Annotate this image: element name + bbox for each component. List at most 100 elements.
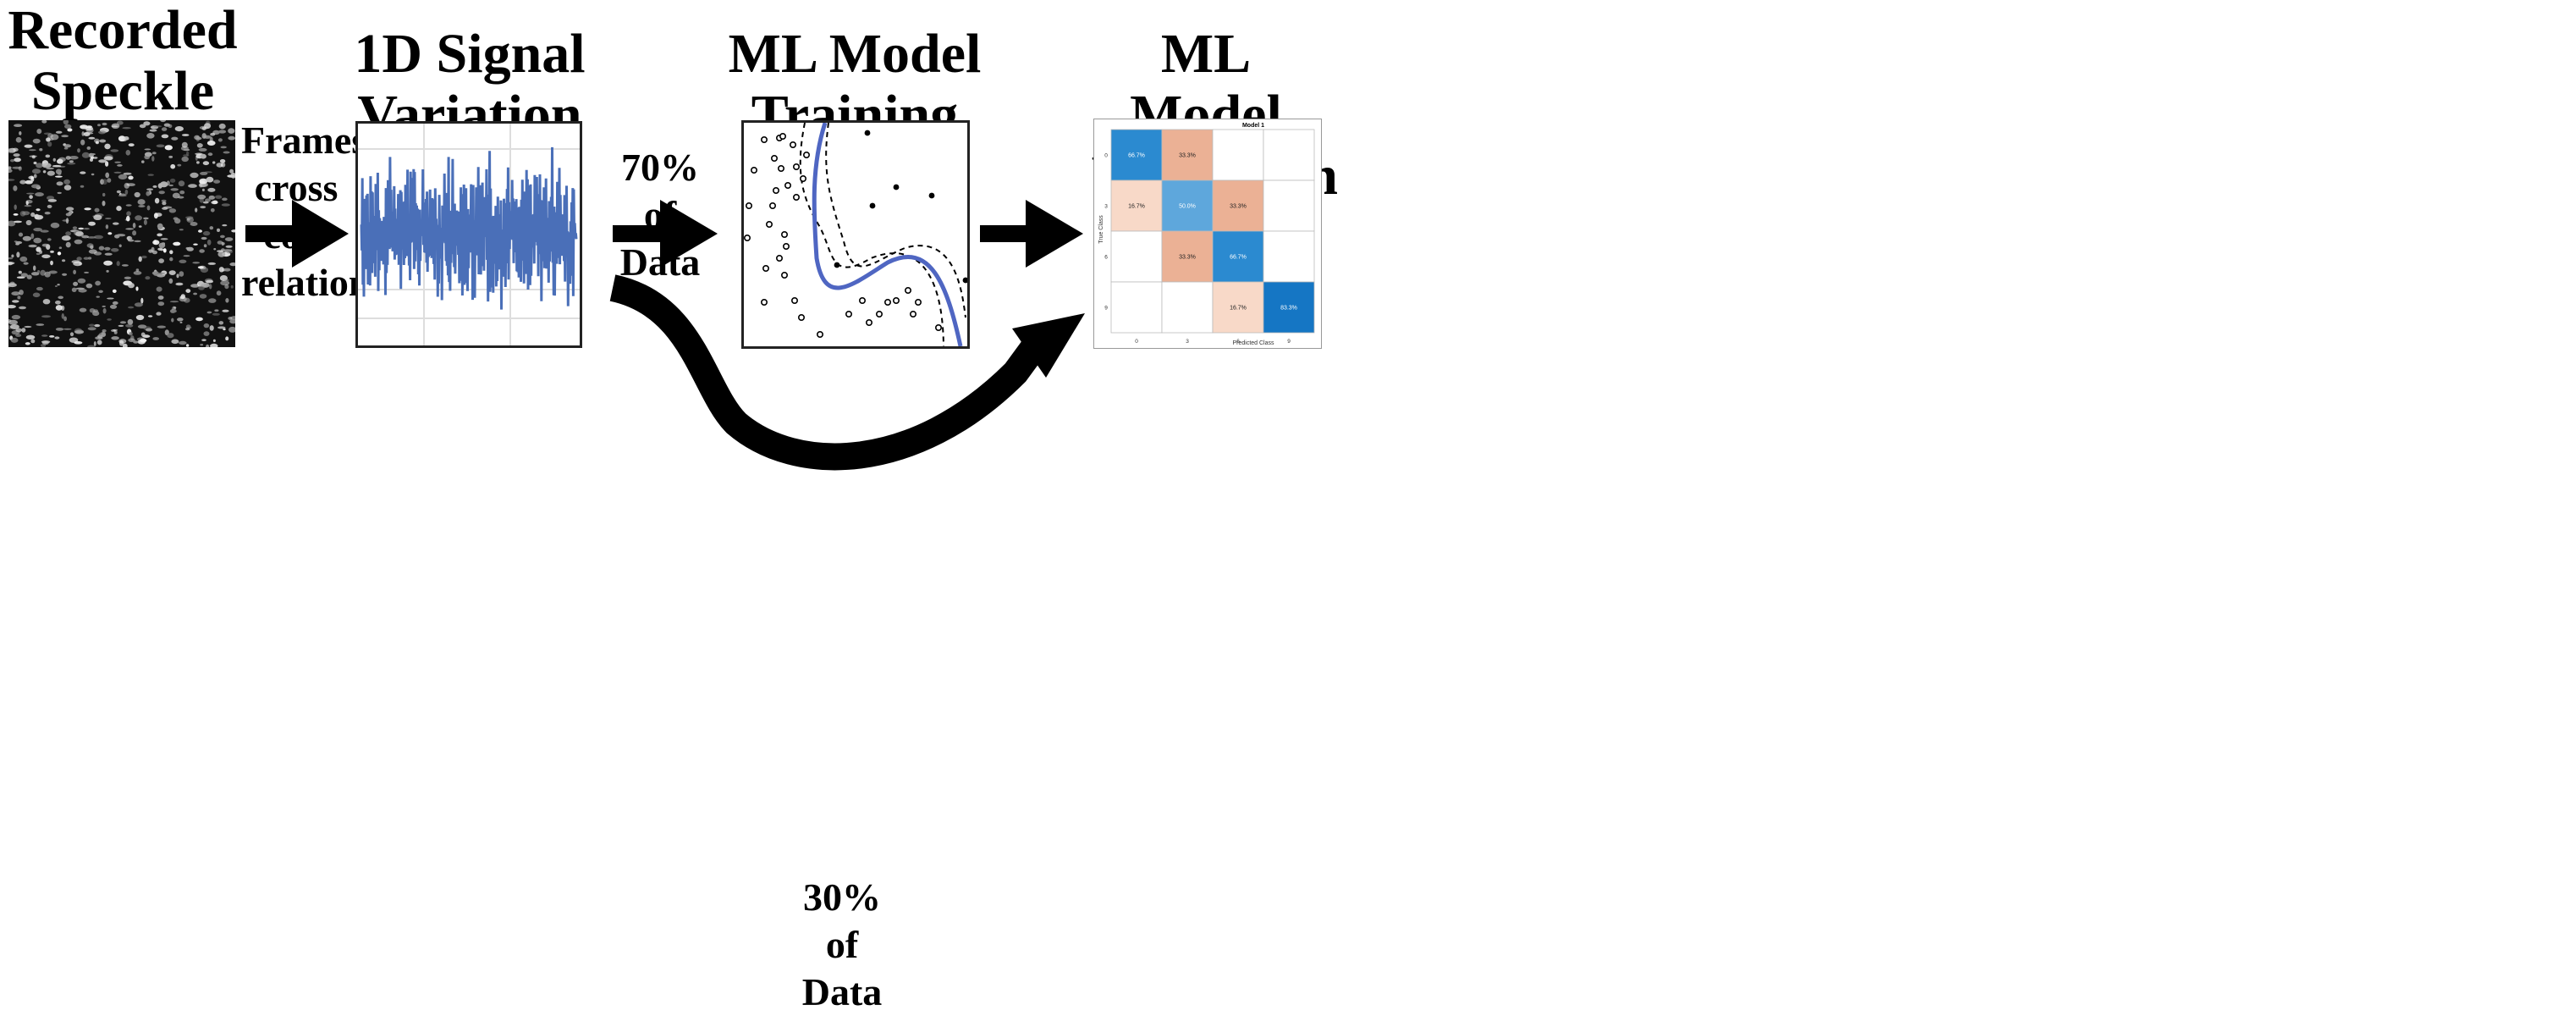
confusion-matrix-cell bbox=[1110, 129, 1163, 181]
speckle-blob bbox=[127, 318, 134, 325]
confusion-matrix-cell bbox=[1263, 179, 1315, 232]
arrow-speckle-to-signal bbox=[245, 200, 349, 268]
speckle-blob bbox=[101, 331, 107, 337]
speckle-blob bbox=[149, 129, 157, 132]
speckle-blob bbox=[11, 254, 14, 258]
speckle-blob bbox=[168, 184, 173, 187]
speckle-blob bbox=[201, 236, 207, 240]
speckle-blob bbox=[201, 133, 206, 139]
speckle-blob bbox=[47, 170, 55, 176]
speckle-blob bbox=[120, 193, 126, 196]
speckle-blob bbox=[130, 335, 135, 341]
speckle-blob bbox=[202, 161, 210, 166]
speckle-blob bbox=[179, 340, 187, 345]
class-b-point bbox=[928, 192, 935, 199]
speckle-blob bbox=[117, 164, 123, 167]
speckle-blob bbox=[208, 195, 215, 200]
speckle-blob bbox=[25, 342, 30, 345]
speckle-blob bbox=[61, 135, 69, 138]
class-a-point bbox=[779, 133, 786, 141]
speckle-blob bbox=[39, 148, 43, 152]
speckle-blob bbox=[109, 304, 118, 309]
speckle-blob bbox=[167, 333, 174, 339]
speckle-blob bbox=[18, 232, 24, 237]
confusion-matrix-cell bbox=[1161, 179, 1214, 232]
speckle-blob bbox=[18, 166, 22, 171]
speckle-blob bbox=[206, 279, 214, 284]
speckle-blob bbox=[152, 240, 160, 246]
training-plot bbox=[744, 123, 967, 346]
speckle-blob bbox=[171, 339, 179, 345]
speckle-blob bbox=[229, 262, 235, 267]
speckle-blob bbox=[78, 289, 87, 293]
speckle-blob bbox=[147, 174, 154, 176]
speckle-blob bbox=[30, 339, 36, 344]
speckle-blob bbox=[11, 314, 21, 320]
speckle-blob bbox=[223, 328, 226, 331]
speckle-blob bbox=[161, 199, 167, 202]
speckle-blob bbox=[226, 249, 234, 254]
speckle-blob bbox=[200, 206, 206, 209]
speckle-blob bbox=[73, 281, 79, 286]
speckle-blob bbox=[86, 146, 91, 150]
speckle-blob bbox=[98, 246, 105, 251]
speckle-blob bbox=[15, 240, 23, 245]
speckle-blob bbox=[9, 324, 19, 329]
speckle-blob bbox=[192, 262, 201, 264]
speckle-blob bbox=[50, 222, 60, 229]
speckle-blob bbox=[30, 272, 40, 276]
speckle-blob bbox=[114, 161, 121, 163]
speckle-blob bbox=[223, 151, 230, 154]
class-a-point bbox=[789, 141, 796, 148]
speckle-blob bbox=[125, 150, 131, 156]
class-a-point bbox=[790, 297, 798, 305]
confusion-matrix-value: 33.3% bbox=[1179, 255, 1196, 261]
speckle-blob bbox=[138, 225, 142, 228]
speckle-blob bbox=[178, 180, 185, 187]
speckle-blob bbox=[166, 180, 170, 186]
speckle-blob bbox=[183, 148, 190, 152]
speckle-blob bbox=[179, 321, 183, 323]
speckle-blob bbox=[26, 274, 32, 279]
confusion-matrix-cell bbox=[1161, 230, 1214, 283]
speckle-blob bbox=[24, 205, 32, 207]
speckle-blob bbox=[157, 183, 162, 189]
speckle-blob bbox=[99, 139, 107, 143]
confusion-matrix-value: 16.7% bbox=[1128, 204, 1145, 210]
speckle-blob bbox=[20, 273, 28, 278]
speckle-blob bbox=[34, 214, 44, 220]
speckle-blob bbox=[199, 183, 203, 188]
speckle-blob bbox=[177, 318, 184, 322]
speckle-blob bbox=[213, 179, 221, 184]
flow-arrows bbox=[245, 200, 1085, 471]
speckle-blob bbox=[79, 307, 87, 312]
class-a-point bbox=[915, 299, 922, 306]
speckle-blob bbox=[140, 338, 147, 343]
speckle-blob bbox=[207, 262, 216, 265]
class-a-point bbox=[817, 331, 824, 339]
speckle-blob bbox=[118, 244, 122, 248]
speckle-blob bbox=[102, 201, 106, 207]
speckle-blob bbox=[229, 318, 235, 324]
confusion-matrix-row-label: 0 bbox=[1104, 153, 1108, 159]
speckle-blob bbox=[39, 250, 42, 254]
speckle-blob bbox=[168, 124, 173, 129]
speckle-blob bbox=[206, 176, 214, 183]
speckle-blob bbox=[118, 340, 124, 346]
speckle-blob bbox=[116, 120, 124, 125]
signal-trace bbox=[360, 146, 578, 310]
speckle-blob bbox=[84, 207, 91, 211]
decision-boundary bbox=[812, 123, 963, 346]
speckle-blob bbox=[221, 203, 230, 207]
speckle-blob bbox=[15, 334, 22, 337]
class-a-point bbox=[798, 314, 806, 322]
speckle-blob bbox=[160, 248, 164, 251]
confusion-matrix-row-label: 9 bbox=[1104, 306, 1108, 312]
speckle-blob bbox=[177, 163, 182, 167]
speckle-blob bbox=[49, 335, 55, 338]
speckle-blob bbox=[35, 192, 44, 197]
speckle-blob bbox=[224, 279, 229, 282]
speckle-blob bbox=[156, 144, 165, 148]
speckle-blob bbox=[206, 344, 210, 347]
class-a-point bbox=[745, 202, 753, 210]
